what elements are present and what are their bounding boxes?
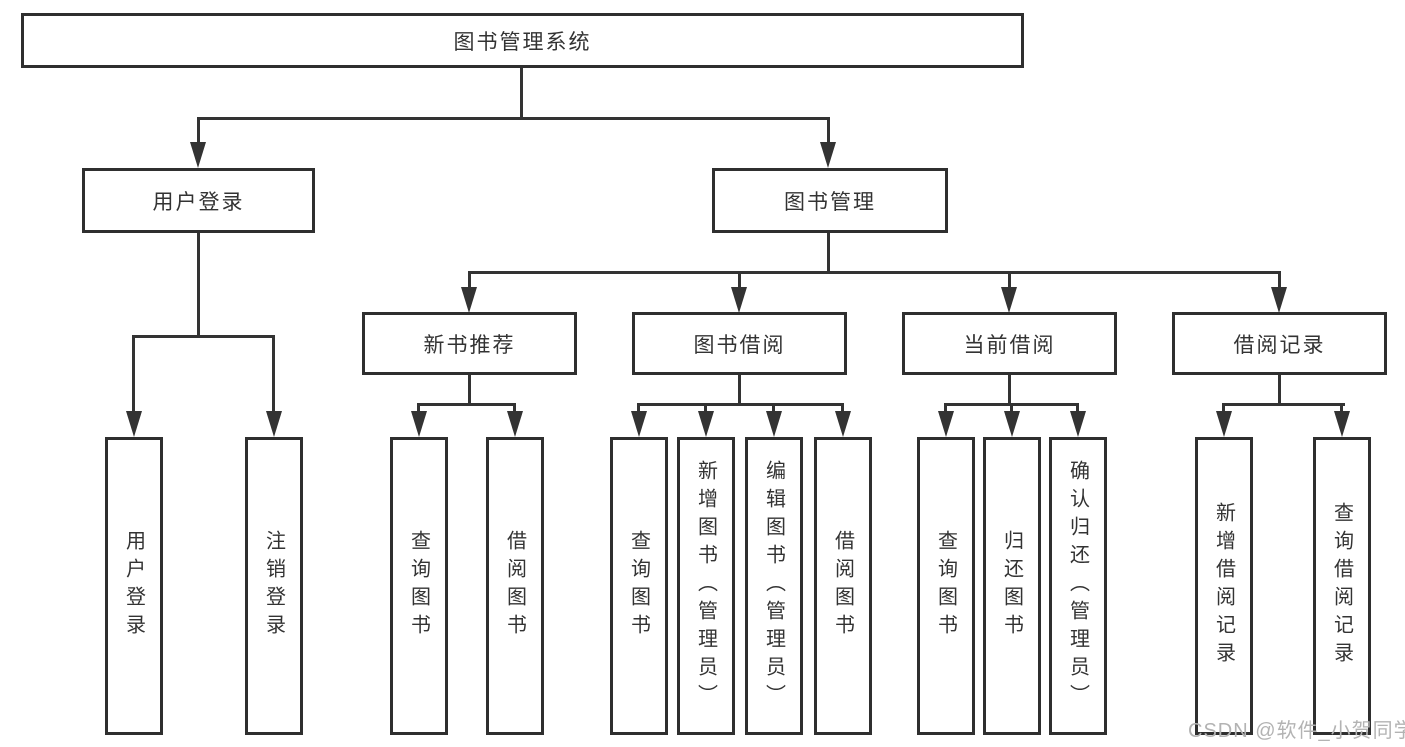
leaf-label: 注销登录	[262, 530, 285, 642]
leaf-label: 新增图书（管理员）	[694, 460, 717, 712]
leaf-confirm-return-admin: 确认归还（管理员）	[1049, 437, 1107, 735]
connector-line	[1008, 271, 1011, 289]
leaf-return-books: 归还图书	[983, 437, 1041, 735]
connector-line	[637, 403, 640, 413]
arrow-down-icon	[631, 411, 647, 437]
connector-line	[1278, 271, 1281, 289]
arrow-down-icon	[507, 411, 523, 437]
arrow-down-icon	[1271, 287, 1287, 313]
connector-line	[738, 375, 741, 405]
leaf-user-login: 用户登录	[105, 437, 163, 735]
connector-line	[417, 403, 516, 406]
node-book-borrow: 图书借阅	[632, 312, 847, 375]
leaf-label: 编辑图书（管理员）	[762, 460, 785, 712]
arrow-down-icon	[411, 411, 427, 437]
arrow-down-icon	[1004, 411, 1020, 437]
node-book-management: 图书管理	[712, 168, 948, 233]
node-new-book-recommend: 新书推荐	[362, 312, 577, 375]
connector-line	[1010, 403, 1013, 413]
connector-line	[772, 403, 775, 413]
leaf-borrow-books: 借阅图书	[814, 437, 872, 735]
leaf-borrow-books-recommend: 借阅图书	[486, 437, 544, 735]
node-user-login: 用户登录	[82, 168, 315, 233]
arrow-down-icon	[461, 287, 477, 313]
leaf-query-books-borrow: 查询图书	[610, 437, 668, 735]
leaf-label: 查询图书	[627, 530, 650, 642]
leaf-label: 借阅图书	[503, 530, 526, 642]
leaf-logout: 注销登录	[245, 437, 303, 735]
connector-line	[1340, 403, 1343, 413]
connector-line	[738, 271, 741, 289]
arrow-down-icon	[1334, 411, 1350, 437]
connector-line	[468, 271, 471, 289]
node-root: 图书管理系统	[21, 13, 1024, 68]
connector-line	[197, 117, 830, 120]
arrow-down-icon	[126, 411, 142, 437]
leaf-label: 查询借阅记录	[1330, 502, 1353, 670]
connector-line	[197, 233, 200, 337]
leaf-label: 归还图书	[1000, 530, 1023, 642]
leaf-add-borrow-record: 新增借阅记录	[1195, 437, 1253, 735]
leaf-label: 查询图书	[407, 530, 430, 642]
connector-line	[1222, 403, 1345, 406]
leaf-label: 确认归还（管理员）	[1066, 460, 1089, 712]
arrow-down-icon	[766, 411, 782, 437]
connector-line	[841, 403, 844, 413]
connector-line	[272, 335, 275, 413]
connector-line	[1278, 375, 1281, 405]
connector-line	[637, 403, 844, 406]
leaf-query-books-recommend: 查询图书	[390, 437, 448, 735]
connector-line	[132, 335, 275, 338]
connector-line	[417, 403, 420, 413]
leaf-label: 借阅图书	[831, 530, 854, 642]
arrow-down-icon	[1070, 411, 1086, 437]
leaf-query-books-current: 查询图书	[917, 437, 975, 735]
arrow-down-icon	[731, 287, 747, 313]
connector-line	[513, 403, 516, 413]
arrow-down-icon	[190, 142, 206, 168]
leaf-query-borrow-record: 查询借阅记录	[1313, 437, 1371, 735]
arrow-down-icon	[835, 411, 851, 437]
connector-line	[197, 117, 200, 144]
arrow-down-icon	[1001, 287, 1017, 313]
arrow-down-icon	[1216, 411, 1232, 437]
watermark: CSDN @软件_小贺同学	[1188, 720, 1405, 742]
leaf-label: 查询图书	[934, 530, 957, 642]
connector-line	[1076, 403, 1079, 413]
leaf-add-books-admin: 新增图书（管理员）	[677, 437, 735, 735]
connector-line	[1008, 375, 1011, 405]
leaf-edit-books-admin: 编辑图书（管理员）	[745, 437, 803, 735]
connector-line	[827, 233, 830, 273]
connector-line	[1222, 403, 1225, 413]
connector-line	[827, 117, 830, 144]
connector-line	[520, 68, 523, 118]
arrow-down-icon	[698, 411, 714, 437]
connector-line	[468, 375, 471, 405]
connector-line	[468, 271, 1281, 274]
leaf-label: 新增借阅记录	[1212, 502, 1235, 670]
arrow-down-icon	[820, 142, 836, 168]
arrow-down-icon	[938, 411, 954, 437]
leaf-label: 用户登录	[122, 530, 145, 642]
connector-line	[132, 335, 135, 413]
connector-line	[944, 403, 947, 413]
node-current-borrow: 当前借阅	[902, 312, 1117, 375]
node-borrow-records: 借阅记录	[1172, 312, 1387, 375]
arrow-down-icon	[266, 411, 282, 437]
connector-line	[704, 403, 707, 413]
